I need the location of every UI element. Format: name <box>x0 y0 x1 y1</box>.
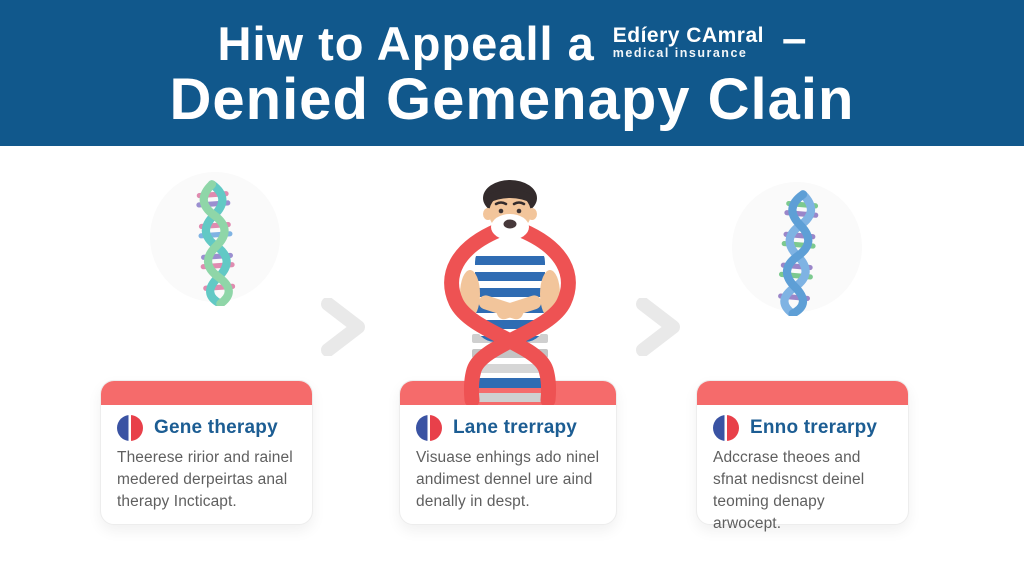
card-content: Lane trerrapy Visuase enhings ado ninel … <box>400 405 616 521</box>
page-title-line1: Hiw to Appeall a <box>217 16 595 70</box>
person-with-red-dna-ribbon <box>444 180 576 405</box>
page-title-line2: Denied Gemenapy Clain <box>169 66 855 132</box>
card-description: Adccrase theoes and sfnat nedisncst dein… <box>713 449 865 532</box>
card-accent-bar <box>101 381 312 405</box>
title-row: Hiw to Appeall a Edíery CAmral medical i… <box>217 14 807 70</box>
header-banner: Hiw to Appeall a Edíery CAmral medical i… <box>0 0 1024 146</box>
red-dna-ribbon <box>444 222 576 405</box>
brand-logo: Edíery CAmral medical insurance <box>613 25 764 60</box>
half-circle-icon <box>713 415 739 441</box>
card-content: Gene therapy Theerese ririor and rainel … <box>101 405 312 521</box>
step-card: Enno trerarpy Adccrase theoes and sfnat … <box>696 380 909 532</box>
card-title: Gene therapy <box>154 417 278 438</box>
card-title: Lane trerrapy <box>453 417 578 438</box>
half-circle-icon <box>416 415 442 441</box>
card-content: Enno trerarpy Adccrase theoes and sfnat … <box>697 405 908 543</box>
card-title: Enno trerarpy <box>750 417 878 438</box>
brand-name: Edíery CAmral <box>612 24 764 48</box>
brand-tagline: medical insurance <box>612 46 748 61</box>
chevron-right-icon <box>321 298 365 356</box>
card-description: Theerese ririor and rainel medered derpe… <box>117 449 293 510</box>
card-description: Visuase enhings ado ninel andimest denne… <box>416 449 600 510</box>
dna-helix-icon <box>778 190 819 316</box>
dna-helix-icon <box>196 180 236 306</box>
step-card: Gene therapy Theerese ririor and rainel … <box>100 380 313 525</box>
chevron-right-icon <box>636 298 680 356</box>
half-circle-icon <box>117 415 143 441</box>
card-accent-bar <box>697 381 908 405</box>
arms <box>460 270 560 320</box>
head <box>483 180 537 240</box>
step-card: Lane trerrapy Visuase enhings ado ninel … <box>399 380 617 525</box>
